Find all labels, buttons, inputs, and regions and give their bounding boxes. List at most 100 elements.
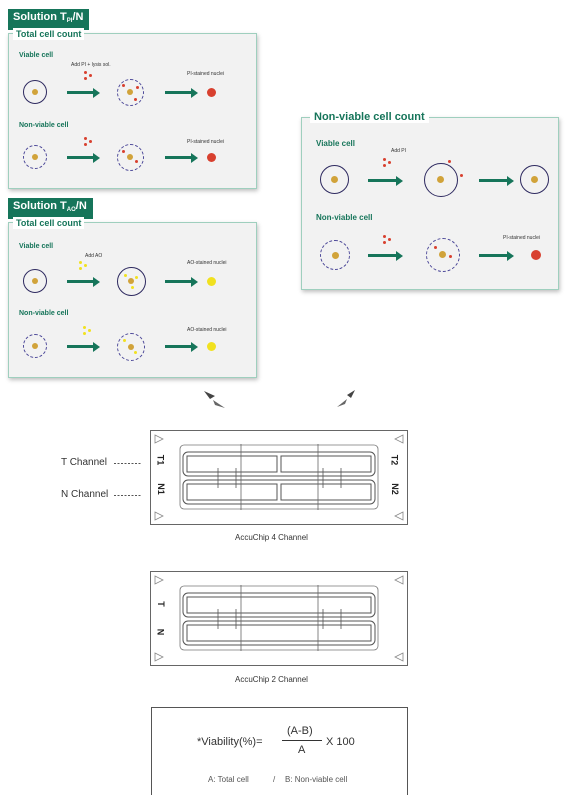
reagent-drop [84, 264, 87, 267]
row-label-viable: Viable cell [316, 139, 355, 148]
legend-a: A: Total cell [208, 775, 249, 784]
reagent-drop [83, 332, 86, 335]
reagent-drop [84, 143, 87, 146]
corner-triangle [394, 652, 404, 662]
legend-separator: / [273, 775, 276, 784]
pi-stained-nucleus [531, 250, 541, 260]
t-channel-label: T Channel [61, 457, 107, 468]
process-arrow [165, 341, 198, 352]
corner-triangle [154, 652, 164, 662]
nonviable-cell [23, 334, 47, 358]
chip-label-n: N [155, 628, 166, 636]
tag-tail: /N [72, 11, 84, 23]
result-label: PI-stained nuclei [187, 71, 224, 77]
result-label: AO-stained nuclei [187, 260, 227, 266]
pi-stained-nucleus [207, 88, 216, 97]
reagent-drop [383, 158, 386, 161]
pi-dot [136, 86, 139, 89]
tag-tail: /N [75, 200, 87, 212]
nucleus [128, 344, 134, 350]
nonviable-count-panel: Non-viable cell count Viable cell Add PI… [301, 111, 559, 290]
accuchip-2-channel [150, 571, 408, 666]
channel-top [182, 451, 376, 477]
ao-dot [134, 351, 137, 354]
nonviable-cell [23, 145, 47, 169]
corner-triangle [154, 511, 164, 521]
reagent-drop [383, 235, 386, 238]
nucleus [127, 154, 133, 160]
channel-bottom [182, 479, 376, 505]
lysed-cell [117, 144, 144, 171]
pi-dot [449, 255, 452, 258]
ao-dot [124, 274, 127, 277]
process-arrow [67, 341, 100, 352]
ao-stained-nucleus [207, 342, 216, 351]
reagent-label: Add PI + lysis sol. [71, 62, 111, 68]
ao-stained-cell [117, 267, 146, 296]
pointer-arrow-left [204, 391, 215, 399]
reagent-drop [84, 137, 87, 140]
reagent-drop [84, 71, 87, 74]
reagent-drop [83, 326, 86, 329]
row-label-viable: Viable cell [19, 243, 54, 250]
panel-title: Total cell count [13, 28, 85, 40]
blocked-pi-dot [448, 160, 451, 163]
reagent-drop [88, 329, 91, 332]
corner-triangle [394, 434, 404, 444]
legend-b: B: Non-viable cell [285, 775, 348, 784]
pointer-arrow-right-head [337, 399, 347, 407]
ao-stained-cell [117, 333, 145, 361]
channel-bottom [182, 620, 376, 646]
process-arrow [368, 175, 403, 186]
fraction-bar [282, 740, 322, 741]
result-label: AO-stained nuclei [187, 327, 227, 333]
viable-cell-result [520, 165, 549, 194]
formula-denominator: A [298, 744, 306, 756]
reagent-label: Add AO [85, 253, 103, 259]
n-channel-leader [114, 495, 142, 496]
solution-pi-tag: Solution TPI/N [8, 9, 90, 30]
channel-top [182, 592, 376, 618]
nucleus [331, 251, 339, 259]
reagent-drop [79, 261, 82, 264]
pi-dot [122, 150, 125, 153]
reagent-drop [383, 241, 386, 244]
panel-title: Non-viable cell count [310, 111, 429, 123]
pi-total-count-panel: Total cell count Viable cell Add PI + ly… [8, 28, 257, 189]
pointer-arrow-left-head [213, 400, 225, 408]
row-label-viable: Viable cell [19, 52, 54, 59]
accuchip-4-channel [150, 430, 408, 525]
nucleus [31, 277, 38, 284]
nucleus [127, 89, 133, 95]
tag-main: Solution T [13, 200, 67, 212]
reagent-drop [388, 238, 391, 241]
viable-cell-intact [424, 163, 458, 197]
process-arrow [479, 175, 514, 186]
reagent-drop [89, 74, 92, 77]
chip4-caption: AccuChip 4 Channel [235, 533, 308, 542]
tag-sub: AO [66, 207, 76, 213]
nucleus [31, 342, 38, 349]
viable-cell [23, 80, 47, 104]
chip2-caption: AccuChip 2 Channel [235, 675, 308, 684]
chip-label-n1: N1 [155, 483, 166, 495]
pointer-arrow-right [347, 390, 355, 398]
t-channel-leader [114, 463, 142, 464]
reagent-drop [383, 164, 386, 167]
tag-sub: PI [66, 18, 73, 24]
result-label: PI-stained nuclei [503, 235, 540, 241]
chip-label-t: T [155, 601, 166, 607]
pi-stained-nucleus [207, 153, 216, 162]
formula-multiplier: X 100 [326, 736, 355, 748]
ao-dot [135, 276, 138, 279]
nucleus [531, 176, 538, 183]
viability-formula-box: *Viability(%)= (A-B) A X 100 A: Total ce… [151, 707, 408, 795]
corner-triangle [394, 511, 404, 521]
nucleus [31, 88, 38, 95]
corner-triangle [154, 575, 164, 585]
pi-entered-cell [426, 238, 460, 272]
reagent-drop [89, 140, 92, 143]
pi-dot [122, 84, 125, 87]
blocked-pi-dot [460, 174, 463, 177]
row-label-nonviable: Non-viable cell [316, 213, 373, 222]
